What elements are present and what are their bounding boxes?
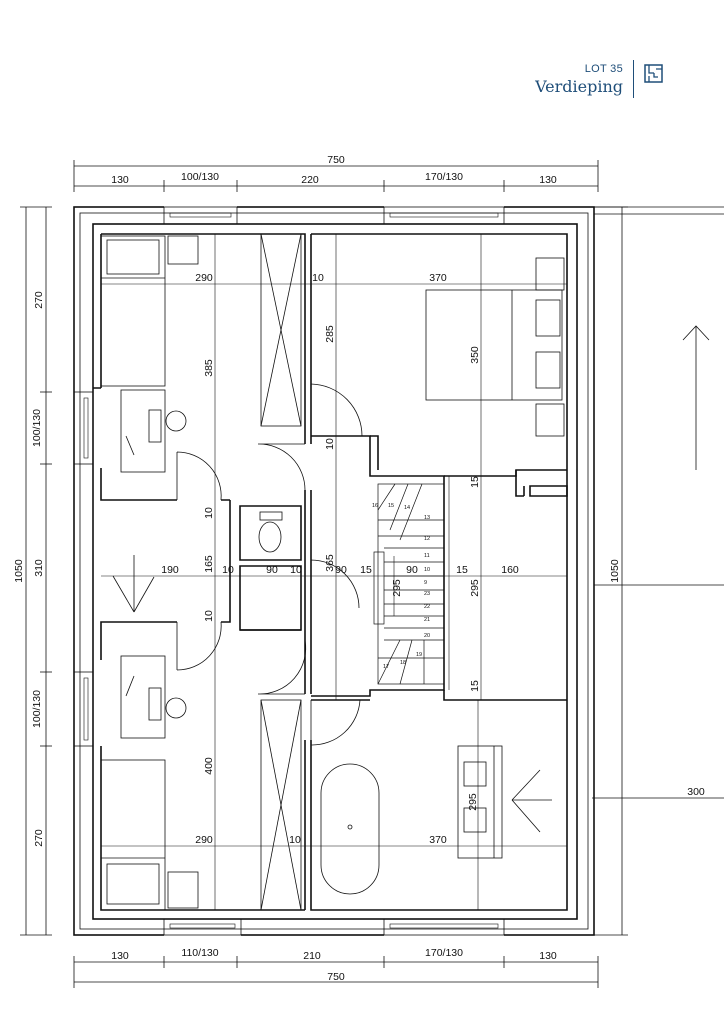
step-12: 12 <box>424 536 430 542</box>
dim-hall-right-height: 295 <box>469 579 481 597</box>
dim-wall-d: 15 <box>360 564 372 576</box>
interior-dimension-lines <box>101 234 567 910</box>
stair-step-numbers: 16 15 14 13 12 11 10 9 22 21 20 19 18 17… <box>372 503 430 670</box>
dim-wall-f: 10 <box>203 507 215 519</box>
dim-wall-h: 15 <box>469 680 481 692</box>
dim-bed-height: 350 <box>469 346 481 364</box>
plan-header: LOT 35 Verdieping <box>535 60 664 98</box>
dim-wall-landing: 10 <box>324 438 336 450</box>
dim-top-4: 170/130 <box>425 171 463 183</box>
bottom-dimension-lines <box>73 956 599 988</box>
dim-room-bl-width: 290 <box>195 834 213 846</box>
dim-room-tl-width: 290 <box>195 272 213 284</box>
dim-bottom-total: 750 <box>327 971 345 983</box>
floor-plan-icon <box>644 64 663 83</box>
dim-wc-width: 90 <box>266 564 278 576</box>
dim-bottom-1: 130 <box>111 950 129 962</box>
dim-hall-height: 165 <box>203 555 215 573</box>
dim-top-total: 750 <box>327 154 345 166</box>
walls <box>73 205 595 937</box>
dim-bottom-5: 130 <box>539 950 557 962</box>
dim-wall-c: 10 <box>290 564 302 576</box>
step-19: 19 <box>416 652 422 658</box>
dim-top-1: 130 <box>111 174 129 186</box>
dim-wall-e: 15 <box>456 564 468 576</box>
step-10: 10 <box>424 567 430 573</box>
dim-wall-b: 10 <box>222 564 234 576</box>
step-21: 21 <box>424 617 430 623</box>
dim-stair-295: 295 <box>391 579 403 597</box>
dim-bottom-3: 210 <box>303 950 321 962</box>
top-dimension-lines <box>73 160 599 192</box>
dim-left-1: 270 <box>33 291 45 309</box>
dim-wall-top-hall: 15 <box>469 476 481 488</box>
floor-level-title: Verdieping <box>535 77 623 96</box>
dim-room-bl-height: 400 <box>203 757 215 775</box>
dim-left-5: 270 <box>33 829 45 847</box>
dim-left-3: 310 <box>33 559 45 577</box>
dim-top-3: 220 <box>301 174 319 186</box>
dim-closet-height: 285 <box>324 325 336 343</box>
dim-bottom-4: 170/130 <box>425 947 463 959</box>
lot-number: LOT 35 <box>584 63 623 75</box>
dim-left-4: 100/130 <box>31 690 43 728</box>
left-dimension-lines <box>20 206 52 936</box>
dim-landing-height: 365 <box>324 554 336 572</box>
step-9: 9 <box>424 580 427 586</box>
dimension-labels: 750 130 100/130 220 170/130 130 130 110/… <box>13 154 705 983</box>
dim-right-total: 1050 <box>609 559 621 583</box>
dim-room-tr-width: 370 <box>429 272 447 284</box>
doors <box>176 383 363 746</box>
step-14: 14 <box>404 505 410 511</box>
dim-wall-g: 10 <box>203 610 215 622</box>
dim-wall-j: 10 <box>289 834 301 846</box>
dim-room-tl-height: 385 <box>203 359 215 377</box>
dim-top-2: 100/130 <box>181 171 219 183</box>
dim-bath-width: 370 <box>429 834 447 846</box>
dim-bath-height: 295 <box>467 793 479 811</box>
step-16: 16 <box>372 503 378 509</box>
dim-bottom-2: 110/130 <box>181 947 218 959</box>
dim-wall-a: 10 <box>312 272 324 284</box>
step-17: 17 <box>383 664 389 670</box>
dim-landing-right: 160 <box>501 564 519 576</box>
dim-left-2: 100/130 <box>31 409 43 447</box>
furniture <box>100 235 565 911</box>
dim-top-5: 130 <box>539 174 557 186</box>
wardrobes <box>260 233 302 911</box>
dim-stair-a: 90 <box>335 564 347 576</box>
dim-stair-b: 90 <box>406 564 418 576</box>
step-22: 22 <box>424 604 430 610</box>
header-text: LOT 35 Verdieping <box>535 60 634 98</box>
step-23: 23 <box>424 591 430 597</box>
dim-left-total: 1050 <box>13 559 25 583</box>
staircase <box>373 483 445 685</box>
dim-corridor-width: 190 <box>161 564 179 576</box>
dim-terrace: 300 <box>687 786 705 798</box>
step-20: 20 <box>424 633 430 639</box>
step-15: 15 <box>388 503 394 509</box>
step-13: 13 <box>424 515 430 521</box>
step-18: 18 <box>400 660 406 666</box>
step-11: 11 <box>424 553 430 559</box>
